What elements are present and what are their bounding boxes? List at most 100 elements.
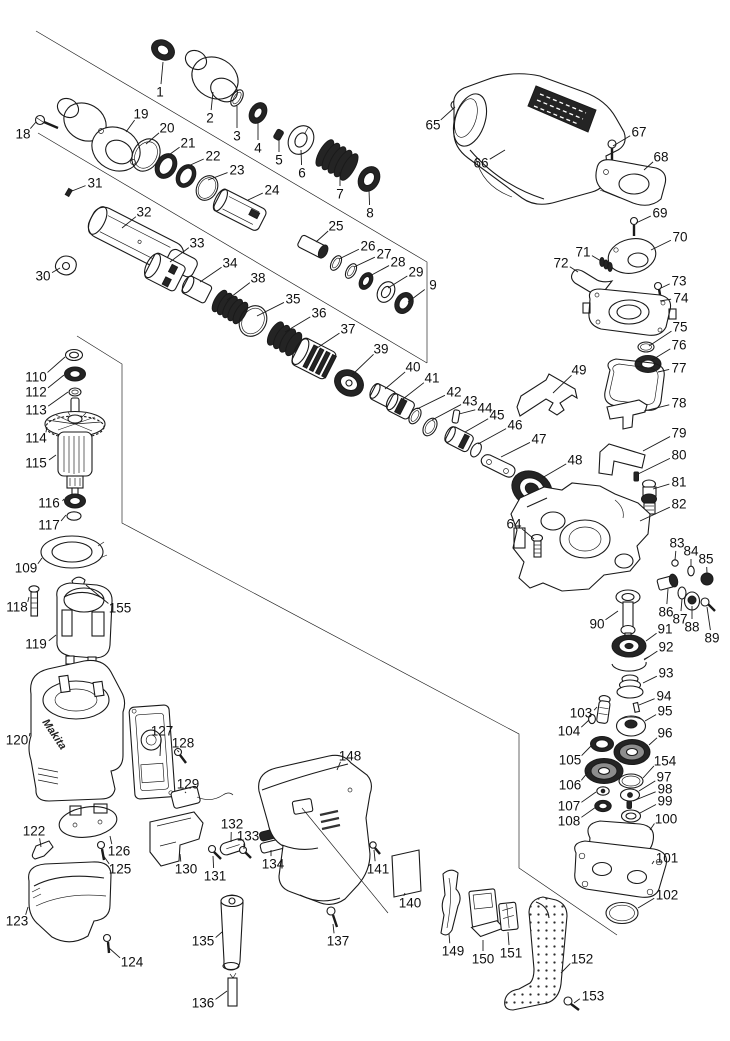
crank-cap-assembly <box>570 238 677 515</box>
leader-line-64 <box>521 528 535 540</box>
part-label-72: 72 <box>553 256 568 271</box>
leader-line-151 <box>507 931 510 946</box>
part-label-32: 32 <box>136 205 151 220</box>
leader-line-149 <box>448 933 451 944</box>
leader-line-71 <box>591 255 602 262</box>
part-label-93: 93 <box>658 666 673 681</box>
part-label-81: 81 <box>671 475 686 490</box>
part-label-82: 82 <box>671 497 686 512</box>
leader-line-38 <box>226 282 251 301</box>
part-label-117: 117 <box>38 518 60 533</box>
part-label-4: 4 <box>254 141 262 156</box>
leader-line-45 <box>464 418 489 433</box>
leader-line-20 <box>145 132 160 145</box>
part-label-116: 116 <box>38 496 60 511</box>
leader-line-2 <box>210 91 214 111</box>
part-label-5: 5 <box>275 153 283 168</box>
leader-line-18 <box>30 121 37 129</box>
part-label-126: 126 <box>108 844 131 859</box>
leader-line-65 <box>440 106 456 121</box>
tool-holder-assembly <box>34 97 414 314</box>
part-label-77: 77 <box>671 361 686 376</box>
leader-line-9 <box>407 289 426 303</box>
leader-line-104 <box>580 719 590 728</box>
part-label-73: 73 <box>671 274 686 289</box>
part-label-41: 41 <box>424 371 439 386</box>
leader-line-28 <box>367 265 390 278</box>
part-label-47: 47 <box>531 432 546 447</box>
leader-line-95 <box>644 714 657 722</box>
leader-line-116 <box>62 498 65 502</box>
leader-line-22 <box>185 158 204 168</box>
leader-line-120 <box>28 732 31 737</box>
part-label-24: 24 <box>264 183 280 198</box>
part-label-95: 95 <box>657 704 672 719</box>
leader-line-77 <box>657 369 670 373</box>
part-label-7: 7 <box>336 187 344 202</box>
part-label-98: 98 <box>657 782 672 797</box>
part-label-6: 6 <box>298 166 306 181</box>
part-label-83: 83 <box>669 536 684 551</box>
part-label-136: 136 <box>192 996 215 1011</box>
part-label-22: 22 <box>205 149 220 164</box>
part-label-90: 90 <box>589 617 604 632</box>
part-label-23: 23 <box>229 163 244 178</box>
leader-line-35 <box>256 302 285 317</box>
leader-line-115 <box>48 454 57 461</box>
part-label-108: 108 <box>558 814 581 829</box>
leader-line-124 <box>108 947 121 959</box>
part-label-9: 9 <box>429 278 437 293</box>
spring-7 <box>315 139 359 181</box>
leader-line-79 <box>642 436 671 452</box>
part-label-92: 92 <box>658 640 673 655</box>
part-label-33: 33 <box>189 236 204 251</box>
leader-line-107 <box>581 791 597 803</box>
crank-housing-assembly <box>510 482 716 925</box>
controller-assembly <box>128 704 286 867</box>
leader-line-40 <box>384 371 406 390</box>
part-label-141: 141 <box>367 862 390 877</box>
part-label-79: 79 <box>671 426 686 441</box>
part-label-148: 148 <box>339 749 362 764</box>
part-label-103: 103 <box>570 706 593 721</box>
part-label-21: 21 <box>180 136 195 151</box>
part-label-105: 105 <box>559 753 582 768</box>
leader-line-94 <box>638 698 655 706</box>
group-bracket-rails <box>35 30 618 936</box>
part-label-96: 96 <box>657 726 672 741</box>
leader-line-125 <box>102 854 110 865</box>
part-label-110: 110 <box>25 370 47 385</box>
part-label-31: 31 <box>87 176 102 191</box>
leaf-spring-49 <box>516 373 578 417</box>
leader-line-69 <box>635 215 651 224</box>
leader-line-23 <box>207 172 228 181</box>
leader-line-89 <box>706 606 711 631</box>
part-label-3: 3 <box>233 129 241 144</box>
leader-line-87 <box>680 598 683 612</box>
leader-line-41 <box>402 382 425 400</box>
leader-line-148 <box>336 761 341 771</box>
chuck-cap-assembly <box>151 39 381 192</box>
part-label-102: 102 <box>656 888 679 903</box>
part-label-107: 107 <box>558 799 581 814</box>
part-label-154: 154 <box>654 754 677 769</box>
part-label-19: 19 <box>133 107 148 122</box>
part-label-48: 48 <box>567 453 582 468</box>
part-label-76: 76 <box>671 338 686 353</box>
switch-grip-assembly <box>440 869 580 1011</box>
leader-line-100 <box>649 823 655 831</box>
leader-line-131 <box>212 855 215 869</box>
part-label-133: 133 <box>237 829 260 844</box>
part-label-125: 125 <box>109 862 132 877</box>
leader-line-1 <box>160 61 164 85</box>
leader-line-108 <box>581 806 597 818</box>
leader-line-99 <box>639 804 657 814</box>
leader-line-66 <box>489 149 506 160</box>
part-label-43: 43 <box>462 394 477 409</box>
part-label-28: 28 <box>390 255 405 270</box>
leader-line-118 <box>27 596 30 602</box>
leader-line-129 <box>184 791 187 794</box>
part-label-40: 40 <box>405 360 420 375</box>
part-label-127: 127 <box>151 724 174 739</box>
leader-line-31 <box>71 185 86 192</box>
